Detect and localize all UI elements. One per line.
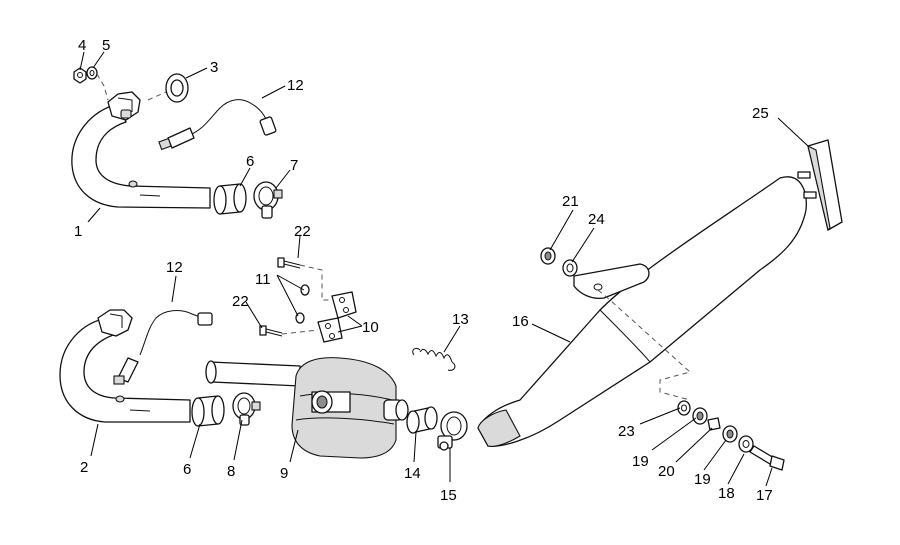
callout-2: 2 [80,459,88,476]
callout-22-upper: 22 [294,223,311,240]
heat-shield [797,139,843,232]
lambda-sensor-upper [158,99,277,151]
callout-16: 16 [512,313,529,330]
callout-19-left: 19 [632,453,649,470]
front-pipe-bracket [107,91,141,121]
front-header-pipe [71,103,211,209]
washer-23 [677,400,691,416]
connector-sleeve-lower [191,395,225,427]
callout-9: 9 [280,465,288,482]
silencer [477,176,807,447]
bolt-22-upper [277,257,301,269]
rubber-21 [540,247,556,265]
clamp-lower [232,392,261,426]
callout-24: 24 [588,211,605,228]
callout-13: 13 [452,311,469,328]
clamp-upper [253,181,283,219]
callout-15: 15 [440,487,457,504]
washer [86,66,98,80]
nut [73,67,87,84]
spacer-24 [562,259,578,277]
bushing-20 [707,417,721,431]
callout-22-lower: 22 [232,293,249,310]
callout-1: 1 [74,223,82,240]
callout-6-upper: 6 [246,153,254,170]
rubber-19-right [722,425,738,443]
callout-8: 8 [227,463,235,480]
leader-lines [79,51,809,487]
callout-21: 21 [562,193,579,210]
spring [412,347,456,371]
lambda-sensor-lower [113,310,213,385]
callout-12-lower: 12 [166,259,183,276]
callout-11: 11 [255,271,271,288]
callout-25: 25 [752,105,769,122]
callout-20: 20 [658,463,675,480]
bolt-17 [749,445,785,471]
clamp-15 [437,411,468,451]
callout-5: 5 [102,37,110,54]
sleeve-14 [406,406,438,434]
callout-23: 23 [618,423,635,440]
callout-10: 10 [362,319,379,336]
rubber-19-left [692,407,708,425]
bracket-upper [331,291,357,319]
connector-sleeve-upper [213,183,247,215]
gasket-ring [165,73,189,103]
callout-14: 14 [404,465,421,482]
bolt-22-lower [259,325,283,337]
callout-7: 7 [290,157,298,174]
callout-17: 17 [756,487,773,504]
rear-header-pipe [59,317,191,423]
callout-19-right: 19 [694,471,711,488]
callout-labels: 1 2 3 4 5 6 6 7 8 9 10 11 12 12 13 14 15… [74,37,773,504]
washer-11-upper [300,284,310,296]
callout-18: 18 [718,485,735,502]
collector-box [205,357,409,459]
washer-18 [738,435,754,453]
bracket-lower [317,317,343,343]
callout-4: 4 [78,37,86,54]
callout-6-lower: 6 [183,461,191,478]
callout-12-upper: 12 [287,77,304,94]
callout-3: 3 [210,59,218,76]
rear-pipe-bracket [97,309,133,337]
